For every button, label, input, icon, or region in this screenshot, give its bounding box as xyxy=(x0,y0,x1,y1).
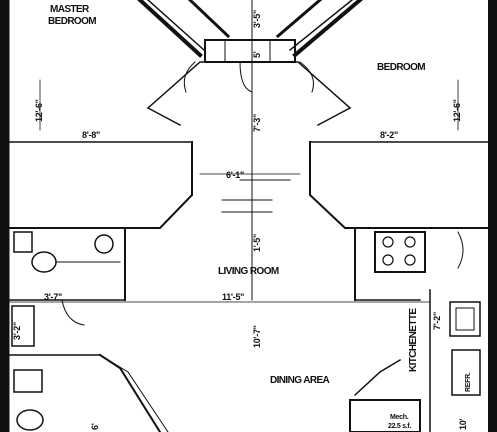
bedroom-width: 8'-2" xyxy=(380,130,398,140)
living-room-label: LIVING ROOM xyxy=(218,266,279,277)
top-center-dim-1: 3'-5" xyxy=(252,10,262,28)
bath-fixtures xyxy=(9,231,169,432)
master-bedroom-label-1: MASTER xyxy=(50,4,90,15)
living-height-upper: 1'-5" xyxy=(252,234,262,252)
master-bedroom-label-2: BEDROOM xyxy=(48,16,96,27)
right-dim: 10' xyxy=(458,419,468,430)
living-width: 11'-5" xyxy=(222,292,244,302)
closet-width: 3'-7" xyxy=(44,292,62,302)
refr-label: REFR. xyxy=(465,372,472,392)
master-bedroom-width: 8'-8" xyxy=(82,130,100,140)
bedroom-walls xyxy=(8,0,489,143)
bath-dim: 6' xyxy=(90,423,100,430)
bedroom-depth: 12'-6" xyxy=(452,99,462,122)
kitchenette-dim: 7'-2" xyxy=(432,312,442,330)
closet-height: 3'-2" xyxy=(12,322,22,340)
dining-area-label: DINING AREA xyxy=(270,375,330,386)
kitchen-fixtures xyxy=(349,231,481,432)
hall-height: 7'-3" xyxy=(252,114,262,132)
hall-walls xyxy=(9,141,489,301)
dimension-lines xyxy=(8,0,459,303)
master-bedroom-depth: 12'-6" xyxy=(34,99,44,122)
bedroom-label: BEDROOM xyxy=(377,62,425,73)
mech-label: Mech. xyxy=(390,414,409,421)
mech-area-label: 22.5 s.f. xyxy=(388,423,411,430)
living-height-lower: 10'-7" xyxy=(252,325,262,348)
hall-width: 6'-1" xyxy=(226,170,244,180)
top-center-dim-2: 5' xyxy=(252,51,262,58)
kitchenette-label: KITCHENETTE xyxy=(408,308,419,372)
